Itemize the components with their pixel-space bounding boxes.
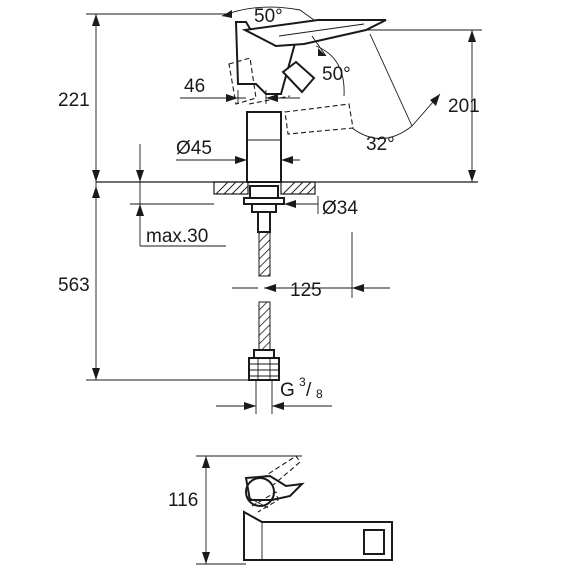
dim-max-thickness: max.30 — [130, 144, 226, 247]
countertop-section-hatch — [213, 181, 316, 195]
dim-angle-lever: 50° — [311, 35, 351, 97]
top-view-outlet — [363, 529, 385, 555]
dim-thread-prefix: G — [280, 380, 295, 401]
dim-thread-numerator: 3 — [299, 375, 306, 389]
faucet-column — [246, 111, 282, 183]
dim-thread-slash: / — [306, 380, 312, 401]
dim-46-label: 46 — [184, 76, 205, 97]
side-view: 221 563 50° 46 — [58, 6, 482, 414]
top-view: 116 — [168, 455, 393, 565]
dim-hose-length: 563 — [58, 182, 250, 381]
dim-body-diameter: Ø45 — [176, 138, 300, 164]
dim-spout-reach: 125 — [232, 232, 390, 301]
top-view-spout-box — [243, 510, 393, 561]
lever-position-dashed-right — [284, 103, 354, 135]
dim-125-label: 125 — [290, 280, 322, 301]
dim-overall-height: 221 — [58, 13, 230, 182]
dim-thread-denominator: 8 — [316, 387, 323, 401]
top-view-body-circle — [245, 477, 275, 507]
hose-connection-nut — [248, 349, 280, 381]
dim-32deg-label: 32° — [366, 134, 395, 155]
dim-angle-top: 50° — [221, 6, 315, 27]
lever-handle — [281, 60, 316, 94]
dim-50deg-lever-label: 50° — [322, 64, 351, 85]
hose-lower — [258, 301, 271, 351]
dim-o34-label: Ø34 — [322, 198, 358, 219]
dim-thread-size: G 3 / 8 — [216, 375, 332, 414]
dim-221-label: 221 — [58, 90, 90, 111]
lever-position-dashed-left — [228, 57, 257, 105]
dim-563-label: 563 — [58, 275, 90, 296]
dim-spout-angle: 32° — [351, 33, 441, 155]
dim-50deg-top-label: 50° — [254, 6, 283, 27]
dim-spout-height: 201 — [366, 29, 482, 182]
mounting-nut — [249, 185, 279, 199]
dim-201-label: 201 — [448, 96, 480, 117]
dim-hole-diameter: Ø34 — [244, 196, 358, 219]
dim-top-view-depth: 116 — [168, 455, 302, 565]
top-view-lever-dashed — [261, 455, 301, 487]
dim-o45-label: Ø45 — [176, 138, 212, 159]
faucet-upper-body — [234, 21, 299, 95]
dim-max30-label: max.30 — [146, 226, 208, 247]
dim-lever-offset: 46 — [180, 76, 300, 104]
hose-upper — [258, 231, 271, 277]
dim-116-label: 116 — [168, 490, 198, 511]
